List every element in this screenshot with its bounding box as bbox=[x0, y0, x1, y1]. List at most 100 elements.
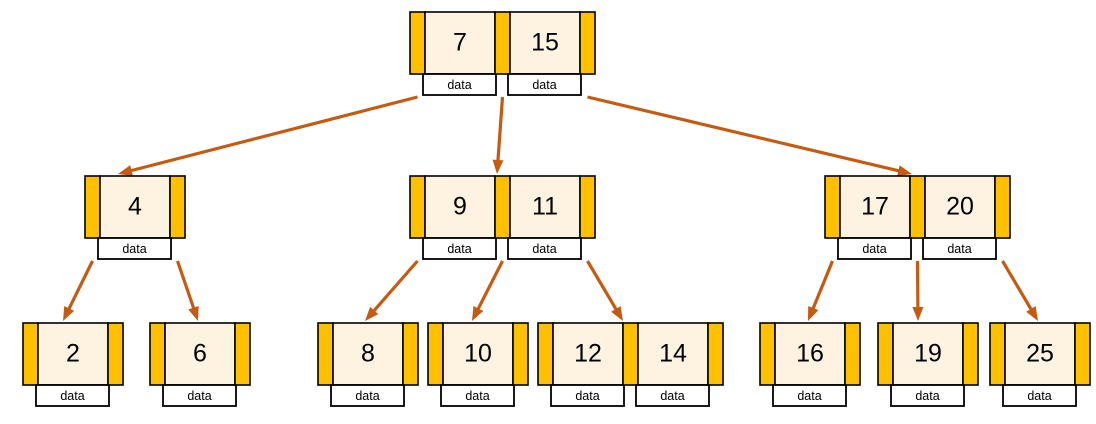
node-data-box[interactable] bbox=[772, 384, 847, 407]
node-data-label: data bbox=[187, 389, 211, 403]
node-key-label: 10 bbox=[464, 340, 492, 368]
node-key-cell[interactable] bbox=[99, 175, 171, 239]
btree-edge-arrowhead bbox=[188, 305, 199, 321]
node-pointer-slot[interactable] bbox=[107, 322, 124, 386]
node-key-cell[interactable] bbox=[509, 11, 581, 75]
node-pointer-slot[interactable] bbox=[909, 175, 926, 239]
node-key-label: 16 bbox=[796, 340, 824, 368]
btree-node[interactable]: 6 data bbox=[149, 322, 251, 407]
node-key-label: 7 bbox=[453, 29, 467, 57]
node-data-label: data bbox=[60, 389, 84, 403]
node-pointer-slot[interactable] bbox=[537, 322, 554, 386]
node-key-label: 17 bbox=[861, 193, 889, 221]
node-pointer-slot[interactable] bbox=[1074, 322, 1091, 386]
node-pointer-slot[interactable] bbox=[579, 11, 596, 75]
node-data-box[interactable] bbox=[330, 384, 405, 407]
node-data-box[interactable] bbox=[1002, 384, 1077, 407]
node-key-label: 8 bbox=[361, 340, 375, 368]
node-data-box[interactable] bbox=[922, 237, 997, 260]
node-pointer-slot[interactable] bbox=[494, 175, 511, 239]
node-pointer-slot[interactable] bbox=[149, 322, 166, 386]
node-pointer-slot[interactable] bbox=[989, 322, 1006, 386]
node-pointer-slot[interactable] bbox=[427, 322, 444, 386]
node-pointer-slot[interactable] bbox=[877, 322, 894, 386]
node-data-label: data bbox=[915, 389, 939, 403]
node-data-box[interactable] bbox=[97, 237, 172, 260]
btree-edge-line bbox=[1001, 260, 1034, 312]
node-data-box[interactable] bbox=[635, 384, 710, 407]
node-data-box[interactable] bbox=[422, 73, 497, 96]
node-key-label: 6 bbox=[193, 340, 207, 368]
node-key-label: 20 bbox=[946, 193, 974, 221]
btree-node[interactable]: 8 data bbox=[317, 322, 419, 407]
node-data-label: data bbox=[355, 389, 379, 403]
btree-edge-arrowhead bbox=[808, 305, 819, 321]
node-data-box[interactable] bbox=[35, 384, 110, 407]
node-key-label: 12 bbox=[574, 340, 602, 368]
node-key-label: 4 bbox=[128, 193, 142, 221]
node-data-label: data bbox=[532, 78, 556, 92]
node-key-label: 11 bbox=[532, 193, 558, 221]
node-pointer-slot[interactable] bbox=[824, 175, 841, 239]
node-data-label: data bbox=[447, 78, 471, 92]
node-key-cell[interactable] bbox=[164, 322, 236, 386]
btree-edge-line bbox=[66, 260, 94, 311]
btree-edge-line bbox=[129, 95, 418, 173]
node-data-label: data bbox=[122, 242, 146, 256]
node-data-box[interactable] bbox=[507, 73, 582, 96]
node-data-box[interactable] bbox=[837, 237, 912, 260]
node-data-box[interactable] bbox=[422, 237, 497, 260]
node-pointer-slot[interactable] bbox=[844, 322, 861, 386]
node-data-box[interactable] bbox=[162, 384, 237, 407]
node-pointer-slot[interactable] bbox=[494, 11, 511, 75]
node-key-cell[interactable] bbox=[424, 11, 496, 75]
node-pointer-slot[interactable] bbox=[962, 322, 979, 386]
node-pointer-slot[interactable] bbox=[994, 175, 1011, 239]
edges-layer bbox=[63, 95, 1038, 321]
node-key-cell[interactable] bbox=[839, 175, 911, 239]
btree-edge-line bbox=[811, 260, 834, 311]
node-data-label: data bbox=[465, 389, 489, 403]
btree-edge-arrowhead bbox=[472, 306, 484, 321]
btree-node[interactable]: 10 data bbox=[427, 322, 529, 407]
node-pointer-slot[interactable] bbox=[622, 322, 639, 386]
nodes-layer: 7data15data4data9data11data17data20data2… bbox=[22, 11, 1091, 407]
node-key-cell[interactable] bbox=[637, 322, 709, 386]
btree-edge-arrowhead bbox=[912, 306, 924, 321]
node-pointer-slot[interactable] bbox=[579, 175, 596, 239]
node-pointer-slot[interactable] bbox=[409, 175, 426, 239]
node-key-cell[interactable] bbox=[424, 175, 496, 239]
node-data-box[interactable] bbox=[890, 384, 965, 407]
node-data-box[interactable] bbox=[440, 384, 515, 407]
node-data-box[interactable] bbox=[550, 384, 625, 407]
node-key-cell[interactable] bbox=[332, 322, 404, 386]
node-pointer-slot[interactable] bbox=[512, 322, 529, 386]
node-data-label: data bbox=[1027, 389, 1051, 403]
btree-edge-arrowhead bbox=[897, 165, 912, 177]
node-pointer-slot[interactable] bbox=[402, 322, 419, 386]
node-pointer-slot[interactable] bbox=[234, 322, 251, 386]
btree-node[interactable]: 4 data bbox=[84, 175, 186, 260]
node-pointer-slot[interactable] bbox=[22, 322, 39, 386]
node-pointer-slot[interactable] bbox=[317, 322, 334, 386]
btree-edge-line bbox=[586, 260, 619, 312]
node-pointer-slot[interactable] bbox=[169, 175, 186, 239]
node-key-cell[interactable] bbox=[892, 322, 964, 386]
node-key-cell[interactable] bbox=[509, 175, 581, 239]
node-pointer-slot[interactable] bbox=[759, 322, 776, 386]
btree-edge-line bbox=[587, 95, 901, 173]
node-pointer-slot[interactable] bbox=[707, 322, 724, 386]
node-pointer-slot[interactable] bbox=[84, 175, 101, 239]
node-pointer-slot[interactable] bbox=[409, 11, 426, 75]
node-data-box[interactable] bbox=[507, 237, 582, 260]
